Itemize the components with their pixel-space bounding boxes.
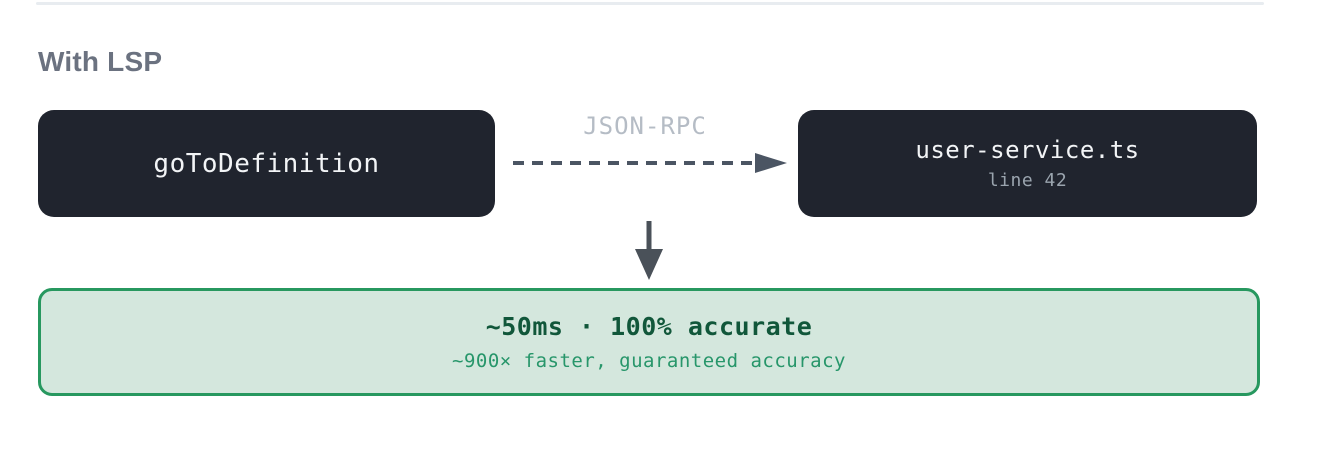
result-panel: ~50ms · 100% accurate ~900× faster, guar…: [38, 288, 1260, 396]
connector-label: JSON-RPC: [583, 112, 707, 140]
down-arrow-icon: [635, 221, 663, 280]
target-node: user-service.ts line 42: [798, 110, 1257, 217]
request-node-label: goToDefinition: [153, 148, 380, 179]
top-divider: [36, 2, 1264, 5]
section-heading: With LSP: [38, 46, 163, 77]
result-subtitle: ~900× faster, guaranteed accuracy: [452, 350, 846, 372]
request-node: goToDefinition: [38, 110, 495, 217]
target-node-subtitle: line 42: [987, 170, 1068, 191]
target-node-title: user-service.ts: [915, 136, 1140, 164]
result-title: ~50ms · 100% accurate: [485, 312, 813, 341]
dashed-arrow-icon: [513, 153, 787, 173]
